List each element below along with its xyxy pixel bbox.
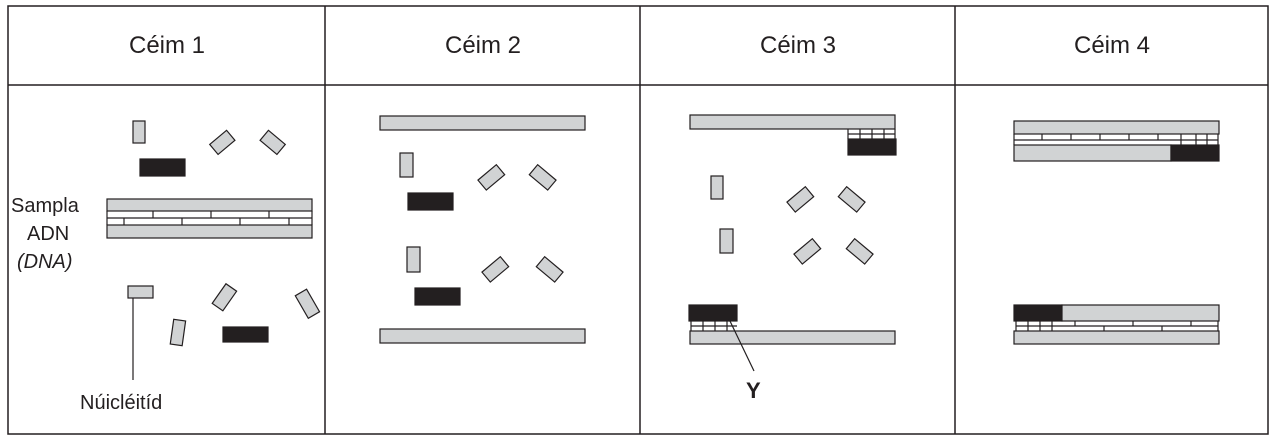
primer — [414, 287, 461, 306]
step-4-panel — [1013, 120, 1220, 345]
dna-single-strand — [689, 114, 896, 130]
nucleotide — [259, 129, 287, 156]
primer — [688, 304, 738, 322]
copied-dna-double-strand — [1013, 120, 1220, 162]
sample-dna-double-strand — [106, 198, 313, 239]
nucleotide — [719, 228, 734, 254]
dna-single-strand — [689, 330, 896, 345]
dna-single-strand — [379, 115, 586, 131]
y-pointer-line — [728, 318, 755, 372]
nucleotide — [399, 152, 414, 178]
primer — [222, 326, 269, 343]
table-frame — [7, 5, 1269, 435]
nucleotide — [211, 282, 238, 312]
copied-dna-double-strand — [1013, 304, 1220, 345]
step-1-header: Céim 1 — [129, 32, 205, 59]
sample-dna-label-line3: (DNA) — [17, 251, 73, 273]
y-marker-label: Y — [746, 378, 761, 403]
step-2-panel — [379, 115, 586, 344]
primer-bonds — [690, 321, 737, 331]
nucleotide — [710, 175, 724, 200]
primer — [407, 192, 454, 211]
nucleotide — [837, 185, 866, 213]
primer — [139, 158, 186, 177]
primer-bonds — [847, 129, 896, 139]
nucleotide — [132, 120, 146, 144]
primer — [847, 138, 897, 156]
dna-single-strand — [379, 328, 586, 344]
nucleotide — [481, 255, 510, 283]
sample-dna-label-line1: Sampla — [11, 195, 80, 217]
step-1-panel — [106, 120, 321, 380]
step-4-header: Céim 4 — [1074, 32, 1150, 59]
nucleotide — [845, 237, 874, 265]
nucleotide — [786, 185, 815, 213]
nucleotide — [208, 129, 236, 156]
step-3-panel — [688, 114, 897, 372]
nucleotide-label: Núicléitíd — [80, 392, 162, 414]
nucleotide — [535, 255, 564, 283]
nucleotide — [793, 237, 822, 265]
step-3-header: Céim 3 — [760, 32, 836, 59]
nucleotide — [528, 163, 557, 191]
step-2-header: Céim 2 — [445, 32, 521, 59]
nucleotide — [127, 285, 154, 299]
nucleotide — [406, 246, 421, 273]
sample-dna-label-line2: ADN — [27, 223, 69, 245]
nucleotide — [169, 318, 187, 347]
nucleotide — [294, 288, 321, 320]
nucleotide — [477, 163, 506, 191]
